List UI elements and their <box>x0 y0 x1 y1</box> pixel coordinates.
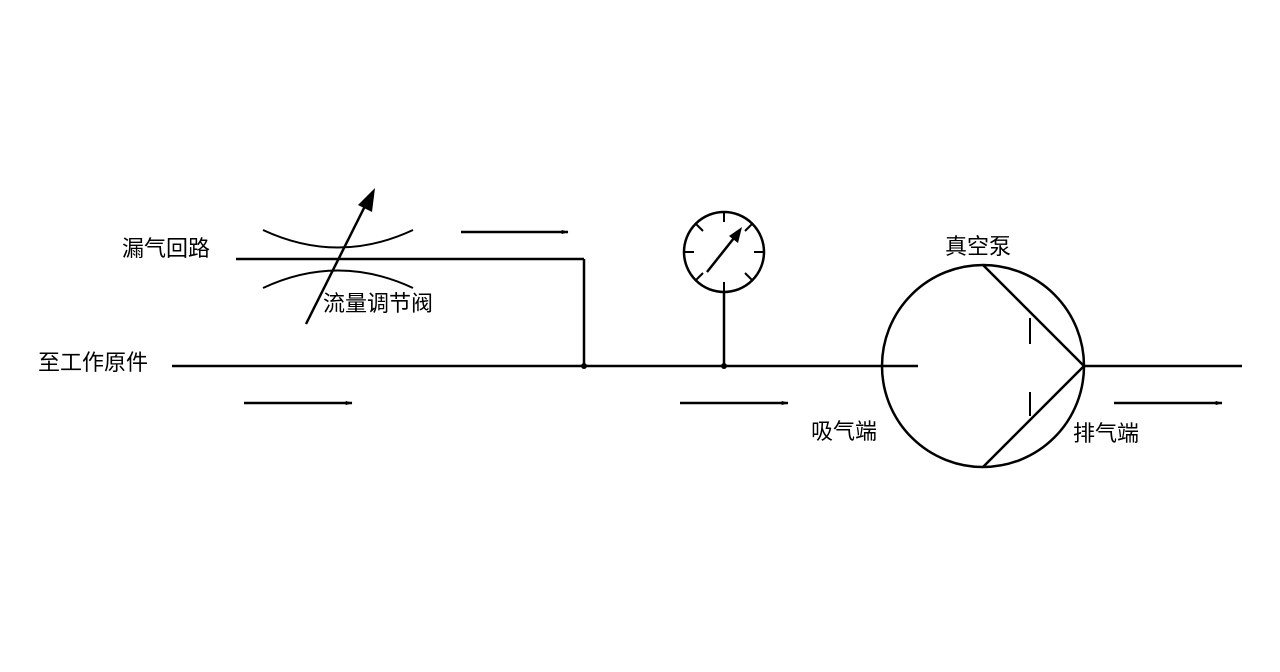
label-vacuum-pump: 真空泵 <box>945 235 1011 260</box>
junction-dot-leak <box>581 363 587 369</box>
label-suction-end: 吸气端 <box>811 420 877 445</box>
adjustable-flow-valve-icon <box>262 188 414 325</box>
pressure-gauge-icon <box>682 210 766 366</box>
label-flow-valve: 流量调节阀 <box>323 292 433 317</box>
label-leak-circuit: 漏气回路 <box>122 237 210 262</box>
label-exhaust-end: 排气端 <box>1073 422 1139 447</box>
label-to-workpiece: 至工作原件 <box>38 351 148 376</box>
